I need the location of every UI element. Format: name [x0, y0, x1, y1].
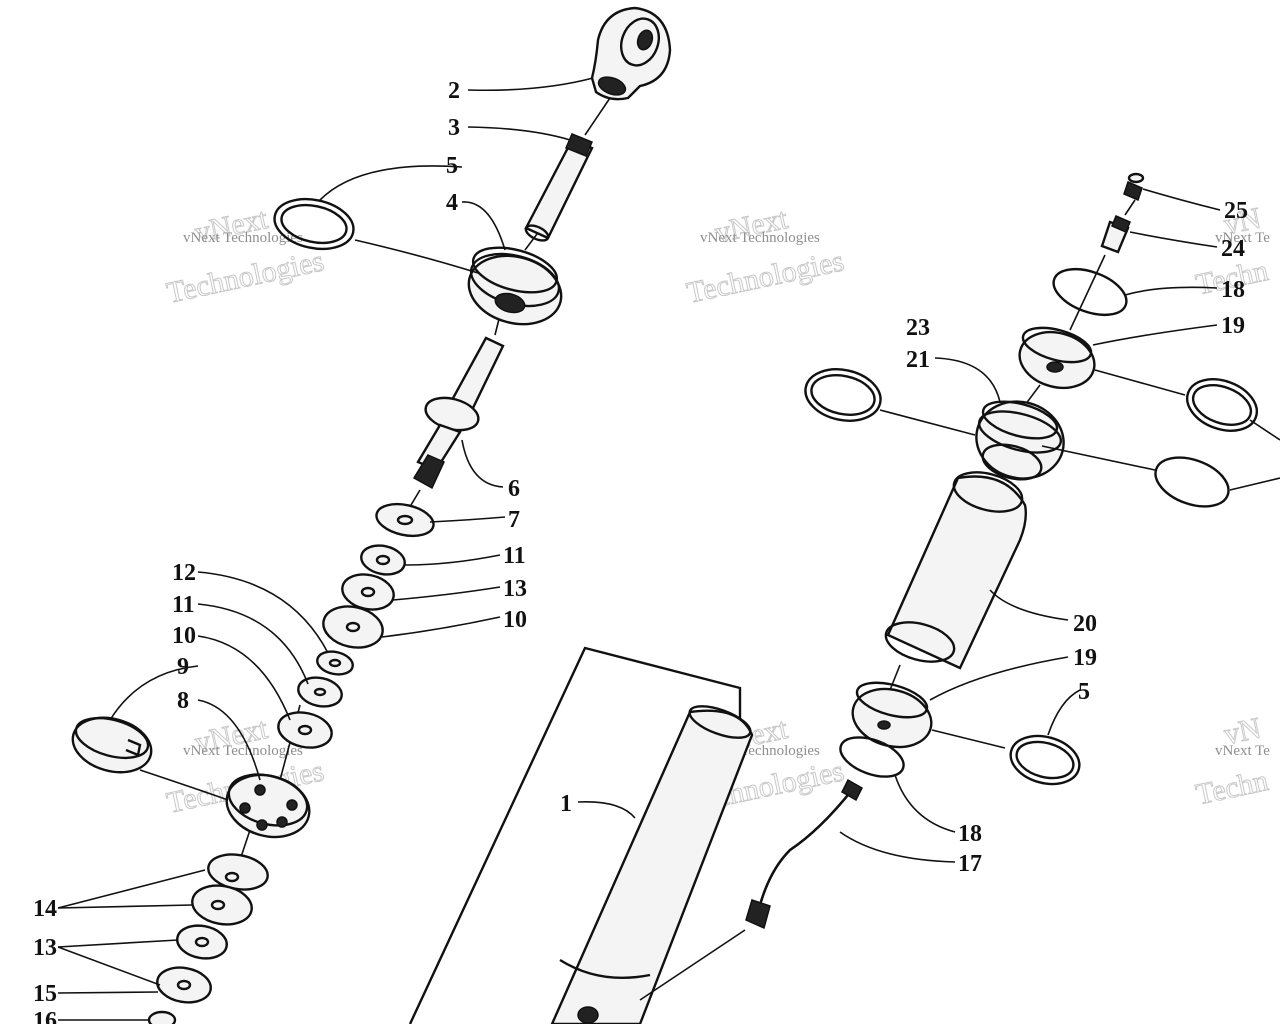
shim-hole: [375, 554, 391, 566]
axis-line: [584, 94, 613, 136]
part-5-o-ring-lower: [1009, 734, 1081, 786]
callout-6: 6: [508, 476, 520, 502]
callout-20: 20: [1073, 611, 1097, 637]
callout-12: 12: [172, 560, 196, 586]
callout-17: 17: [958, 851, 982, 877]
part-5-o-ring-lower-inner: [1015, 740, 1075, 780]
part-10-shim: [322, 605, 384, 649]
part-15-shim: [156, 966, 212, 1004]
ring-edge: [1154, 456, 1230, 508]
part-7-washer: [375, 502, 435, 538]
shim-hole: [194, 936, 210, 948]
callout-10: 10: [503, 607, 527, 633]
part-9-piston-ring: [71, 716, 153, 774]
part-4-gland: [467, 246, 563, 326]
part-11-shim: [360, 544, 406, 576]
part-16-nut: [147, 1010, 177, 1024]
part-3-piston-rod: [524, 133, 594, 242]
callout-5-lower: 5: [1078, 679, 1090, 705]
part-25-valve-cap: [1123, 172, 1145, 202]
callout-3: 3: [448, 115, 460, 141]
shim-hole: [224, 871, 240, 883]
callout-labels: 2 3 5 4 6 7 11 13 10 12 11 10 9 8 14 13 …: [33, 78, 1248, 1024]
shim-hole: [328, 658, 342, 668]
callout-2: 2: [448, 78, 460, 104]
part-8-piston: [225, 773, 311, 839]
part-5-o-ring: [273, 197, 355, 251]
part-11-shim-lower: [297, 676, 343, 708]
callout-14: 14: [33, 896, 57, 922]
axis-line: [1069, 254, 1106, 331]
shim-hole: [297, 724, 313, 736]
o-ring-edge: [1185, 378, 1259, 432]
part-14-shim-2: [191, 884, 253, 926]
callout-1: 1: [560, 791, 572, 817]
callout-16: 16: [33, 1008, 57, 1024]
callout-11: 11: [503, 543, 526, 569]
shim-hole: [210, 899, 226, 911]
o-ring-edge-inner: [1191, 384, 1253, 426]
watermark-brand-2: Technologies: [164, 244, 327, 309]
watermark-text: vNext Technologies: [183, 743, 303, 759]
callout-5: 5: [446, 153, 458, 179]
callout-18-lower: 18: [958, 821, 982, 847]
part-13-shim-lower: [176, 924, 228, 960]
callout-8: 8: [177, 688, 189, 714]
part-19-end-cap-lower: [851, 681, 933, 749]
watermark-text: vNext Technologies: [183, 230, 303, 246]
callout-13-lower: 13: [33, 935, 57, 961]
watermark-1: vNext Technologies: [163, 201, 327, 310]
shim-hole: [345, 621, 361, 633]
part-23-o-ring-inner: [810, 374, 876, 416]
callout-18: 18: [1221, 277, 1245, 303]
callout-19: 19: [1221, 313, 1245, 339]
callout-25: 25: [1224, 198, 1248, 224]
part-12-shim: [316, 650, 354, 676]
part-17-hose: [639, 778, 863, 1001]
part-6-piston-shaft: [412, 336, 505, 490]
callout-13: 13: [503, 576, 527, 602]
axis-line: [1124, 199, 1136, 216]
callout-15: 15: [33, 981, 57, 1007]
part-23-o-ring: [804, 368, 882, 422]
part-2-rod-eye: [590, 6, 672, 101]
svg-text:vN: vN: [1221, 201, 1264, 241]
part-20-reservoir: [884, 471, 1028, 670]
callout-21: 21: [906, 347, 930, 373]
shim-hole: [360, 586, 376, 598]
callout-19-lower: 19: [1073, 645, 1097, 671]
watermark-2: vNext Technologies: [683, 201, 847, 310]
watermark-text-edge: vNext Te: [1215, 230, 1270, 246]
part-10-shim-lower: [277, 711, 333, 749]
watermark-brand-2: Technologies: [684, 244, 847, 309]
shim-hole: [313, 687, 327, 697]
part-18-snap-ring: [1052, 267, 1128, 317]
part-21-floating-piston: [975, 400, 1065, 481]
part-1-shock-body: [408, 646, 754, 1024]
watermark-text: vNext Technologies: [700, 230, 820, 246]
callout-24: 24: [1221, 236, 1245, 262]
part-5-o-ring-inner: [280, 203, 348, 245]
part-24-valve: [1100, 215, 1131, 254]
shim-hole: [176, 979, 192, 991]
callout-10-lower: 10: [172, 623, 196, 649]
watermark-6: vN Techn: [1192, 711, 1271, 812]
callout-9: 9: [177, 654, 189, 680]
part-7-washer-hole: [396, 514, 414, 526]
svg-text:Techn: Techn: [1193, 764, 1271, 811]
callout-23: 23: [906, 315, 930, 341]
part-19-end-cap: [1018, 326, 1096, 390]
watermark-text-edge: vNext Te: [1215, 743, 1270, 759]
callout-4: 4: [446, 190, 458, 216]
part-18-snap-ring-lower: [839, 736, 905, 778]
svg-text:vN: vN: [1221, 711, 1264, 751]
callout-11-lower: 11: [172, 592, 195, 618]
callout-7: 7: [508, 507, 520, 533]
axis-line: [889, 664, 901, 691]
leader-lines: [57, 77, 1280, 1021]
